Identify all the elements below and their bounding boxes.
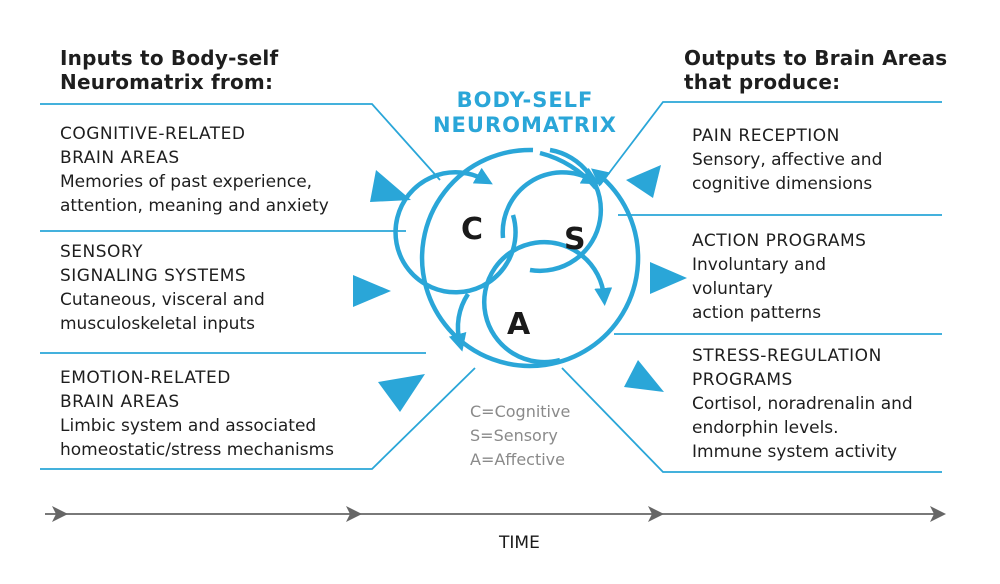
neuromatrix-title-line-2: NEUROMATRIX [432,113,617,137]
input-title-line: COGNITIVE-RELATED [60,124,246,144]
abbreviation-legend: C=Cognitive S=Sensory A=Affective [470,400,570,472]
output-stress-box: STRESS-REGULATION PROGRAMS Cortisol, nor… [692,344,913,464]
a-circle [448,239,613,365]
input-title-line: BRAIN AREAS [60,148,180,168]
input-sensory-box: SENSORY SIGNALING SYSTEMS Cutaneous, vis… [60,240,265,336]
legend-cognitive: C=Cognitive [470,402,571,421]
right-heading-line-2: that produce: [684,70,841,94]
input-cognitive-box: COGNITIVE-RELATED BRAIN AREAS Memories o… [60,122,329,218]
timeline-arrow-1 [52,506,68,522]
input-arrows [353,170,425,412]
left-heading-line-2: Neuromatrix from: [60,70,274,94]
input-emotion-box: EMOTION-RELATED BRAIN AREAS Limbic syste… [60,366,334,462]
input-body-line: Limbic system and associated [60,416,317,436]
left-heading: Inputs to Body-self Neuromatrix from: [60,46,278,94]
legend-affective: A=Affective [470,450,565,469]
output-body-line: Involuntary and [692,255,827,275]
output-body-line: Cortisol, noradrenalin and [692,394,913,414]
right-box-bottom-line [561,367,942,473]
output-arrow-1 [626,165,661,198]
output-title-line: STRESS-REGULATION [692,346,882,366]
output-title-line: ACTION PROGRAMS [692,231,867,251]
right-box-top-line [599,101,942,186]
input-body-line: attention, meaning and anxiety [60,196,329,216]
letter-a: A [507,307,531,342]
neuromatrix-title: BODY-SELF NEUROMATRIX [430,88,620,138]
neuromatrix-title-line-1: BODY-SELF [456,88,594,112]
input-title-line: BRAIN AREAS [60,392,180,412]
input-title-line: SENSORY [60,242,144,262]
output-arrow-2 [650,262,687,294]
time-label: TIME [499,533,540,553]
output-pain-box: PAIN RECEPTION Sensory, affective and co… [692,124,882,196]
output-arrows [624,165,687,392]
output-action-box: ACTION PROGRAMS Involuntary and voluntar… [692,229,866,325]
right-box-lines [561,101,942,473]
input-body-line: musculoskeletal inputs [60,314,255,334]
left-box-lines [40,103,476,470]
output-body-line: cognitive dimensions [692,174,873,194]
output-body-line: Sensory, affective and [692,150,883,170]
input-title-line: SIGNALING SYSTEMS [60,266,247,286]
letter-c: C [461,212,484,247]
timeline-arrow-4 [930,506,946,522]
input-body-line: Cutaneous, visceral and [60,290,265,310]
output-title-line: PAIN RECEPTION [692,126,840,146]
legend-sensory: S=Sensory [470,426,558,445]
input-body-line: Memories of past experience, [60,172,313,192]
left-heading-line-1: Inputs to Body-self [60,46,279,70]
output-body-line: Immune system activity [692,442,898,462]
timeline [45,506,946,522]
output-title-line: PROGRAMS [692,370,793,390]
timeline-arrow-2 [346,506,362,522]
input-arrow-2 [353,275,391,307]
output-body-line: action patterns [692,303,822,323]
left-box-top-line [40,103,441,181]
input-title-line: EMOTION-RELATED [60,368,231,388]
letter-s: S [564,222,586,257]
right-heading: Outputs to Brain Areas that produce: [684,46,947,94]
timeline-arrow-3 [648,506,664,522]
s-circle [500,147,604,274]
output-body-line: endorphin levels. [692,418,839,438]
c-circle [393,167,518,295]
input-arrow-1 [370,170,411,202]
output-body-line: voluntary [692,279,773,299]
left-box-bottom-line [40,367,476,470]
input-body-line: homeostatic/stress mechanisms [60,440,335,460]
input-arrow-3 [378,374,425,412]
output-arrow-3 [624,360,664,392]
right-heading-line-1: Outputs to Brain Areas [684,46,948,70]
